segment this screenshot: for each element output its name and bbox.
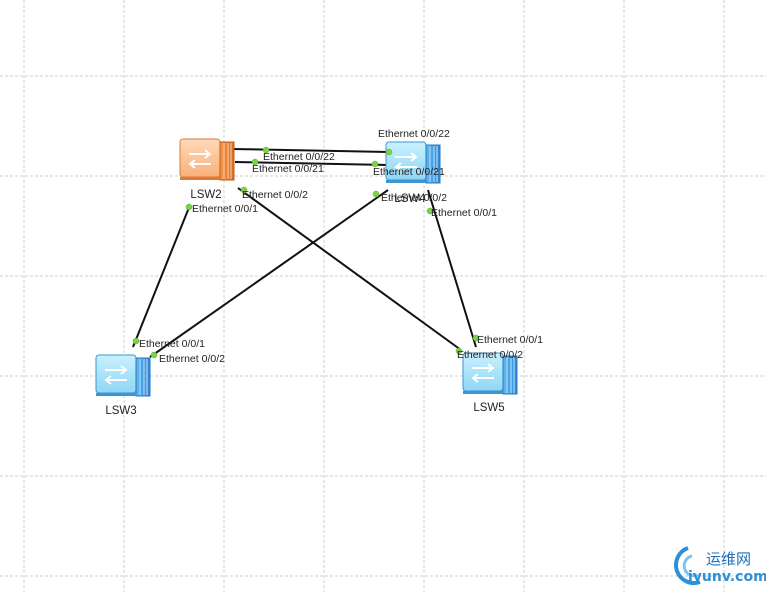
device-label: LSW2: [190, 189, 221, 201]
watermark-logo-icon: [674, 546, 701, 586]
port-dot[interactable]: [372, 190, 380, 198]
port-dot[interactable]: [385, 148, 393, 156]
watermark-en: iyunv.com: [688, 569, 766, 585]
links: [132, 148, 477, 358]
port-dot[interactable]: [251, 158, 259, 166]
link-lsw2-lsw4-e21[interactable]: [234, 161, 391, 166]
switch-lsw2[interactable]: LSW2: [179, 138, 235, 201]
port-label: Ethernet 0/0/2: [242, 189, 308, 201]
port-label: Ethernet 0/0/1: [139, 338, 205, 350]
port-label: Ethernet 0/0/22: [263, 151, 335, 163]
link-lsw2-lsw5[interactable]: [237, 187, 462, 351]
switch-lsw4[interactable]: LSW4: [385, 141, 441, 205]
port-dot[interactable]: [185, 203, 193, 211]
link-lsw4-lsw5[interactable]: [427, 189, 477, 348]
port-label: Ethernet 0/0/21: [373, 166, 445, 178]
port-label: Ethernet 0/0/1: [192, 203, 258, 215]
port-dot[interactable]: [455, 347, 463, 355]
switch-lsw3[interactable]: LSW3: [95, 354, 151, 417]
port-dot[interactable]: [262, 146, 270, 154]
port-label: Ethernet 0/0/2: [381, 192, 447, 204]
watermark-cn: 运维网: [706, 550, 751, 568]
switch-icon: [179, 138, 235, 181]
port-dot[interactable]: [426, 207, 434, 215]
switch-lsw5[interactable]: LSW5: [462, 352, 518, 414]
port-dot[interactable]: [371, 160, 379, 168]
device-label: LSW5: [473, 402, 504, 414]
port-label: Ethernet 0/0/2: [457, 349, 523, 361]
device-label: LSW4: [394, 193, 426, 205]
link-lsw2-lsw4-e22[interactable]: [231, 148, 391, 153]
port-dot[interactable]: [132, 337, 140, 345]
port-label: Ethernet 0/0/2: [159, 353, 225, 365]
switch-icon: [95, 354, 151, 397]
port-dot[interactable]: [240, 186, 248, 194]
port-dot[interactable]: [472, 334, 480, 342]
port-label: Ethernet 0/0/22: [378, 128, 450, 140]
port-labels: Ethernet 0/0/22 Ethernet 0/0/21 Ethernet…: [139, 128, 543, 365]
port-label: Ethernet 0/0/21: [252, 163, 324, 175]
port-dot[interactable]: [150, 351, 158, 359]
port-label: Ethernet 0/0/1: [431, 207, 497, 219]
device-label: LSW3: [105, 405, 136, 417]
link-lsw4-lsw3[interactable]: [149, 189, 389, 358]
port-markers: [132, 146, 480, 359]
link-lsw2-lsw3[interactable]: [132, 204, 191, 348]
port-label: Ethernet 0/0/1: [477, 334, 543, 346]
watermark: 运维网 iyunv.com: [674, 546, 766, 586]
